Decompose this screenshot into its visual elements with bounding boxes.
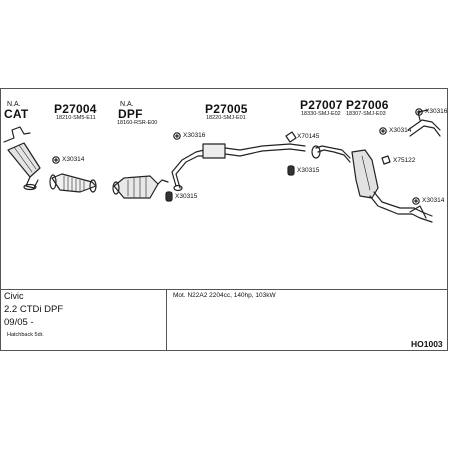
cat-na-label: N.A. (7, 101, 21, 108)
cat-label: CAT (4, 107, 29, 121)
fitting-x30315-mid (165, 191, 173, 202)
reference-code: HO1003 (411, 339, 443, 349)
p27006-label: P27006 (346, 98, 389, 112)
fitting-x30314-right (379, 127, 387, 135)
fitting-x30314-left (52, 156, 60, 164)
flex-pipe-p27004 (49, 173, 97, 193)
fitting-x30316-right (415, 108, 423, 116)
x75122-label: X75122 (393, 157, 416, 164)
p27007-label: P27007 (300, 98, 343, 112)
info-divider-vertical (166, 289, 167, 350)
vehicle-model: Civic (4, 291, 24, 301)
engine-spec: Mot. N22A2 2204cc, 140hp, 103kW (173, 292, 276, 299)
x70145-label: X70145 (297, 133, 320, 140)
x30315-mid-label: X30315 (175, 193, 198, 200)
vehicle-engine: 2.2 CTDi DPF (4, 304, 64, 315)
fitting-x30316-mid (173, 132, 181, 140)
rear-silencer-p27006 (351, 149, 433, 223)
x30314-tail-label: X30314 (422, 197, 445, 204)
pipe-p27005 (171, 143, 306, 192)
info-frame (0, 88, 448, 351)
x30316-right-label: X30316 (425, 108, 448, 115)
x30314-right-label: X30314 (389, 127, 412, 134)
p27004-label: P27004 (54, 102, 97, 116)
p27005-label: P27005 (205, 102, 248, 116)
dpf-oem: 18160-RSR-E00 (117, 120, 158, 126)
x30315-right-label: X30315 (297, 167, 320, 174)
fitting-x30314-tail (412, 197, 420, 205)
p27007-oem: 18330-SMJ-E02 (301, 111, 341, 117)
dpf-filter (112, 175, 169, 199)
fitting-x70145 (285, 131, 297, 143)
p27004-oem: 18210-SM5-E11 (56, 115, 96, 121)
x30316-mid-label: X30316 (183, 132, 206, 139)
p27006-oem: 18307-SMJ-E03 (346, 111, 386, 117)
vehicle-body: Hatchback 5dr. (7, 332, 44, 338)
vehicle-date: 09/05 - (4, 317, 34, 328)
fitting-x30315-right (287, 165, 295, 176)
pipe-p27007 (311, 145, 351, 163)
info-divider-horizontal (1, 289, 447, 290)
x30314-left-label: X30314 (62, 156, 85, 163)
p27005-oem: 18220-SMJ-E01 (206, 115, 246, 121)
fitting-x75122 (381, 155, 391, 165)
dpf-label: DPF (118, 107, 143, 121)
dpf-na-label: N.A. (120, 101, 134, 108)
cat-converter (3, 126, 41, 191)
